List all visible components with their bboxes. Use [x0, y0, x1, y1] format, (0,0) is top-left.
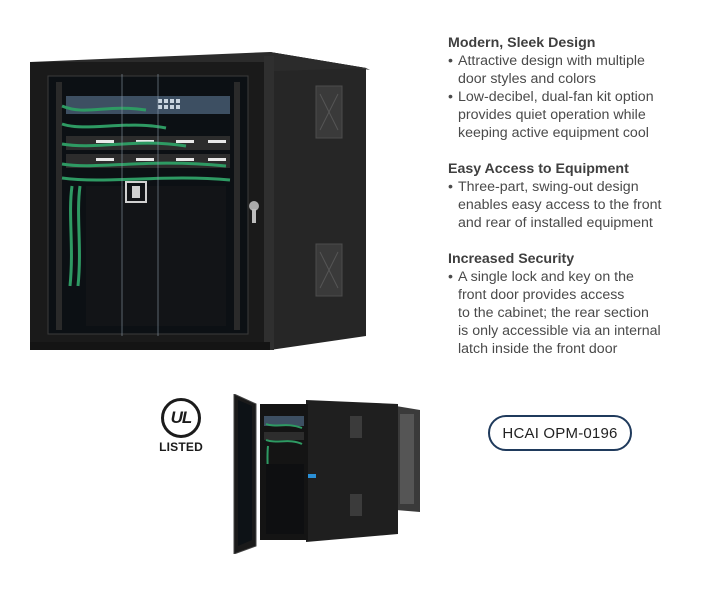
- ul-listed-label: LISTED: [159, 440, 203, 454]
- feature-bullet: Three-part, swing-out design enables eas…: [448, 178, 716, 232]
- side-fan-vent-top: [315, 85, 343, 139]
- feature-bullet: Attractive design with multiple door sty…: [448, 52, 716, 88]
- feature-bullet: Low-decibel, dual-fan kit option provide…: [448, 88, 716, 142]
- feature-bullet: A single lock and key on the front door …: [448, 268, 716, 358]
- model-number-badge: HCAI OPM-0196: [488, 415, 632, 451]
- bullet-line: door styles and colors: [458, 71, 597, 87]
- cabinet-front-image: [26, 46, 382, 354]
- side-fan-vent-bottom: [315, 243, 343, 297]
- bullet-line: latch inside the front door: [458, 341, 618, 357]
- section-title: Modern, Sleek Design: [448, 35, 596, 51]
- bullet-line: keeping active equipment cool: [458, 125, 649, 141]
- ul-letters: UL: [170, 408, 193, 427]
- bullet-line: to the cabinet; the rear section: [458, 305, 649, 321]
- door-lock-icon: [249, 201, 259, 223]
- cabinet-open-image: [232, 393, 424, 555]
- feature-section: Increased Security A single lock and key…: [448, 250, 716, 358]
- bullet-line: and rear of installed equipment: [458, 215, 653, 231]
- feature-section: Modern, Sleek Design Attractive design w…: [448, 34, 716, 142]
- feature-list: Modern, Sleek Design Attractive design w…: [448, 34, 716, 376]
- feature-section: Easy Access to Equipment Three-part, swi…: [448, 160, 716, 232]
- ul-listed-mark: UL LISTED: [156, 398, 206, 456]
- bullet-line: Three-part, swing-out design: [458, 179, 639, 195]
- bullet-line: Attractive design with multiple: [458, 53, 645, 69]
- ul-logo-icon: UL: [161, 398, 201, 438]
- bullet-line: Low-decibel, dual-fan kit option: [458, 89, 654, 105]
- bullet-line: enables easy access to the front: [458, 197, 662, 213]
- section-title: Easy Access to Equipment: [448, 161, 629, 177]
- section-title: Increased Security: [448, 251, 575, 267]
- bullet-line: is only accessible via an internal: [458, 323, 661, 339]
- bullet-line: A single lock and key on the: [458, 269, 634, 285]
- bullet-line: provides quiet operation while: [458, 107, 646, 123]
- brand-logo: [125, 181, 147, 203]
- bullet-line: front door provides access: [458, 287, 625, 303]
